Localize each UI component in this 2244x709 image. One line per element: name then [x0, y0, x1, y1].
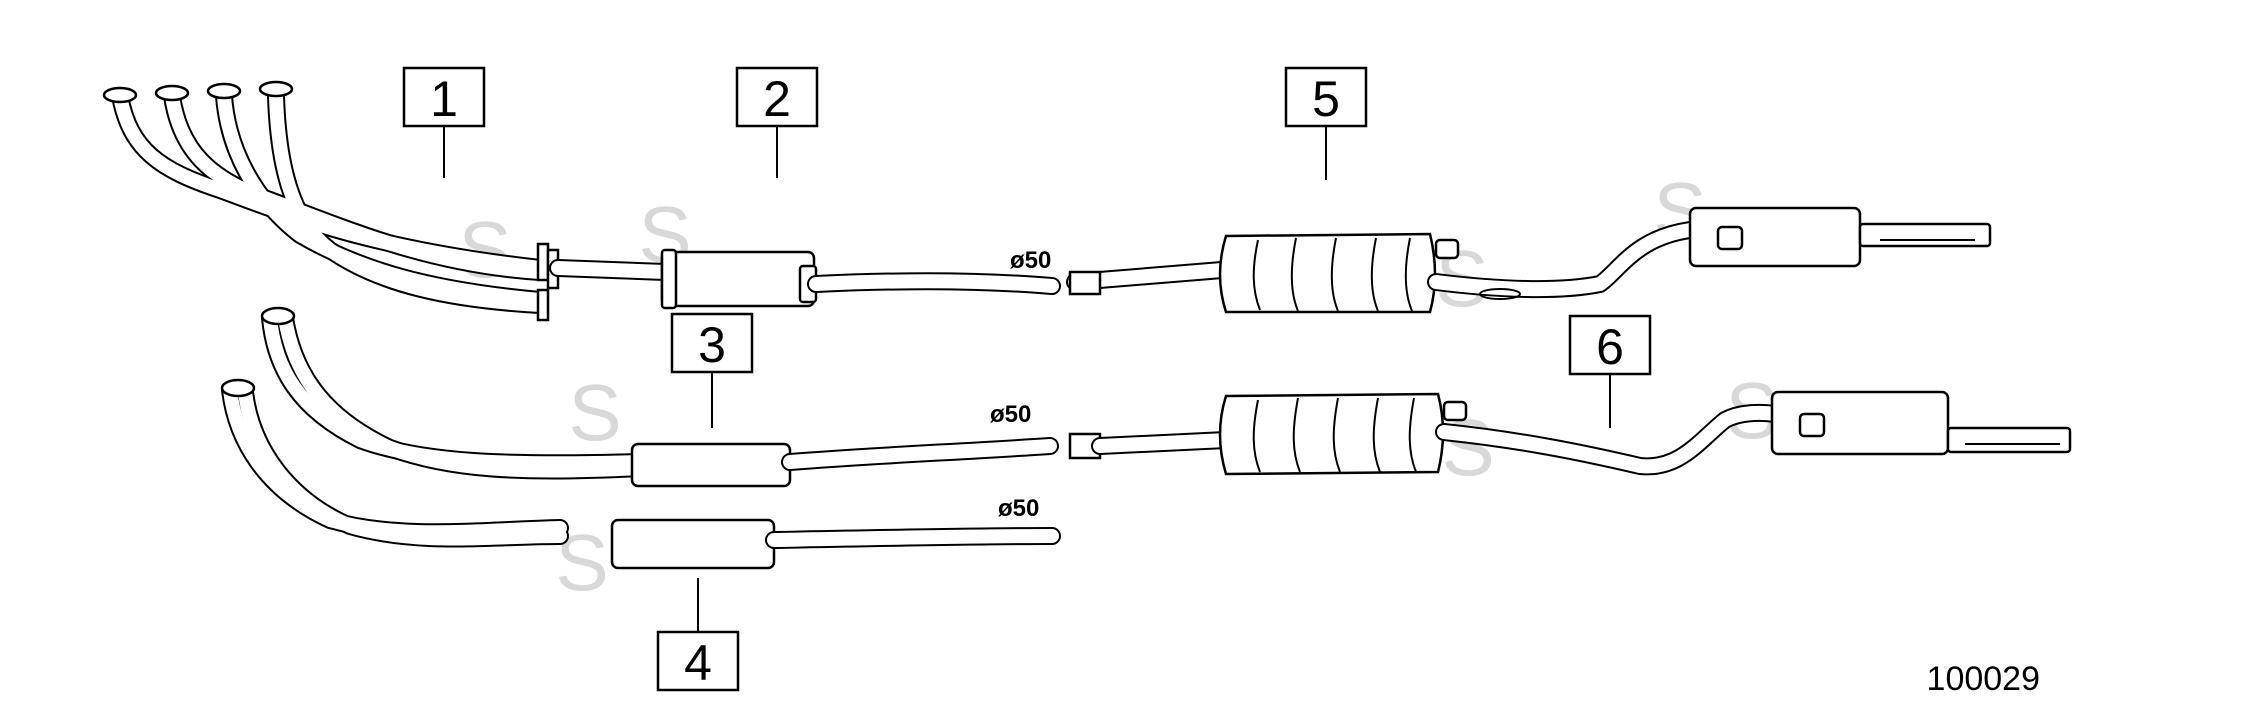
callout-label: 3	[698, 317, 726, 373]
manifold-flange	[206, 82, 242, 100]
center-muffler-lower	[1218, 392, 1445, 476]
manifold-flange	[258, 80, 294, 98]
rear-muffler-lower	[1770, 390, 1950, 456]
callout-5: 5	[1284, 66, 1368, 180]
front-pipe-with-muffler	[546, 248, 1061, 310]
front-pipe-3	[260, 306, 1059, 488]
reference-number: 100029	[1927, 660, 2040, 698]
outlet-flange	[536, 288, 550, 322]
callout-3: 3	[670, 312, 754, 428]
callout-6: 6	[1568, 314, 1652, 428]
pipe-flange	[260, 306, 296, 326]
front-pipe-4	[220, 378, 1061, 570]
outlet-flange	[536, 242, 550, 282]
mid-muffler	[630, 442, 792, 488]
callout-label: 1	[430, 71, 458, 127]
callout-4: 4	[656, 578, 740, 692]
diameter-label-middle: ø50	[990, 401, 1031, 428]
rear-section-upper	[1066, 206, 1992, 314]
callout-label: 5	[1312, 71, 1340, 127]
diameter-label-lower: ø50	[998, 495, 1039, 522]
manifold-flange	[102, 86, 138, 104]
callout-label: 4	[684, 635, 712, 691]
pipe-flange	[220, 378, 256, 398]
callout-label: 6	[1596, 319, 1624, 375]
exhaust-manifold	[102, 80, 550, 322]
callout-1: 1	[402, 66, 486, 178]
svg-text:S: S	[568, 368, 621, 457]
rear-section-lower	[1068, 390, 2072, 476]
center-muffler	[1218, 232, 1437, 314]
lower-muffler	[610, 518, 776, 570]
callout-2: 2	[735, 66, 819, 178]
front-muffler	[660, 250, 816, 308]
callout-label: 2	[763, 71, 791, 127]
manifold-flange	[154, 84, 190, 102]
rear-muffler	[1688, 206, 1862, 268]
diameter-label-upper: ø50	[1010, 247, 1051, 274]
